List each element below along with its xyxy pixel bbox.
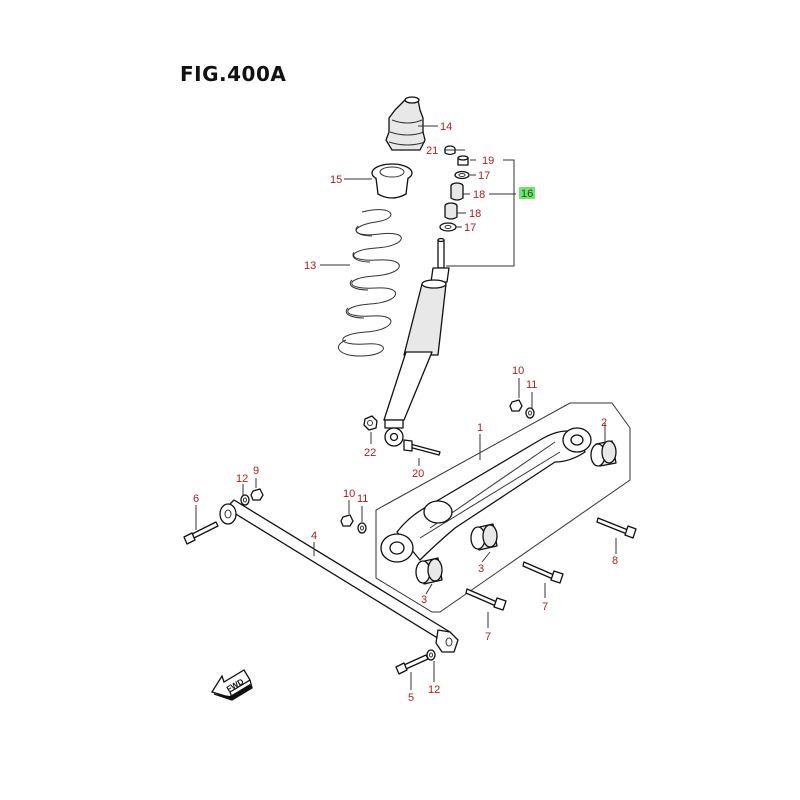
figure-title: FIG.400A xyxy=(180,62,287,86)
callout-11-upper[interactable]: 11 xyxy=(526,379,537,391)
callout-7-lower[interactable]: 7 xyxy=(485,631,491,643)
arm-nut-lower-part[interactable] xyxy=(340,514,354,527)
shock-nut-part[interactable] xyxy=(363,415,378,431)
arm-washer-upper-part[interactable] xyxy=(525,407,535,419)
bump-stopper-part[interactable] xyxy=(385,96,426,151)
arm-nut-upper-part[interactable] xyxy=(509,399,523,412)
callout-18-lower[interactable]: 18 xyxy=(469,208,481,220)
bushing-3b-part[interactable] xyxy=(415,557,443,585)
callout-9[interactable]: 9 xyxy=(253,465,259,477)
callout-7-upper[interactable]: 7 xyxy=(542,601,548,613)
callout-16-highlight xyxy=(519,187,535,199)
callout-18-upper[interactable]: 18 xyxy=(473,189,485,201)
callout-15[interactable]: 15 xyxy=(330,174,342,186)
callout-17-lower[interactable]: 17 xyxy=(464,222,476,234)
callout-21[interactable]: 21 xyxy=(426,145,438,157)
rod-nut-part[interactable] xyxy=(250,488,264,501)
lower-washer-part[interactable] xyxy=(439,222,457,232)
callout-3-upper[interactable]: 3 xyxy=(478,563,484,575)
callout-11-lower[interactable]: 11 xyxy=(357,493,368,505)
callout-5[interactable]: 5 xyxy=(408,692,414,704)
upper-washer-part[interactable] xyxy=(454,170,470,180)
lateral-rod-part[interactable] xyxy=(219,499,459,653)
arm-bolt-rear-part[interactable] xyxy=(465,588,507,611)
callout-20[interactable]: 20 xyxy=(412,468,424,480)
callout-4[interactable]: 4 xyxy=(311,530,317,542)
callout-1[interactable]: 1 xyxy=(477,422,483,434)
callout-12-lower[interactable]: 12 xyxy=(428,684,440,696)
callout-16[interactable]: 16 xyxy=(521,188,533,200)
callout-labels: 14 21 19 17 16 15 18 18 17 13 10 11 1 2 … xyxy=(193,121,618,704)
shock-absorber-part[interactable] xyxy=(383,237,450,447)
arm-washer-lower-part[interactable] xyxy=(357,522,367,534)
arm-bolt-mid-part[interactable] xyxy=(522,561,564,584)
callout-3-lower[interactable]: 3 xyxy=(421,594,427,606)
callout-12-upper[interactable]: 12 xyxy=(236,473,248,485)
callout-2[interactable]: 2 xyxy=(601,417,607,429)
callout-8[interactable]: 8 xyxy=(612,555,618,567)
callout-22[interactable]: 22 xyxy=(364,447,376,459)
shock-bolt-part[interactable] xyxy=(403,439,441,456)
fwd-arrow-icon: FWD xyxy=(210,669,253,701)
rod-bolt-upper-part[interactable] xyxy=(183,521,219,545)
callout-14[interactable]: 14 xyxy=(440,121,452,133)
rod-washer-upper-part[interactable] xyxy=(240,494,250,506)
callout-17-upper[interactable]: 17 xyxy=(478,170,490,182)
upper-nut-part[interactable] xyxy=(457,155,469,166)
callout-10-upper[interactable]: 10 xyxy=(512,365,524,377)
lower-arm-part[interactable] xyxy=(380,427,592,563)
lower-bushing-part[interactable] xyxy=(444,202,458,220)
callout-13[interactable]: 13 xyxy=(304,260,316,272)
bushing-2-part[interactable] xyxy=(590,440,617,467)
callout-10-lower[interactable]: 10 xyxy=(343,488,355,500)
callout-6[interactable]: 6 xyxy=(193,493,199,505)
bushing-3a-part[interactable] xyxy=(470,523,498,551)
rod-washer-lower-part[interactable] xyxy=(426,649,436,661)
callout-19[interactable]: 19 xyxy=(482,155,494,167)
leader-lines xyxy=(195,125,617,690)
coil-spring-part[interactable] xyxy=(337,209,402,357)
rod-bolt-lower-part[interactable] xyxy=(395,654,429,675)
spring-seat-part[interactable] xyxy=(371,163,413,199)
upper-bushing-part[interactable] xyxy=(450,182,464,201)
arm-bolt-front-part[interactable] xyxy=(596,517,637,539)
